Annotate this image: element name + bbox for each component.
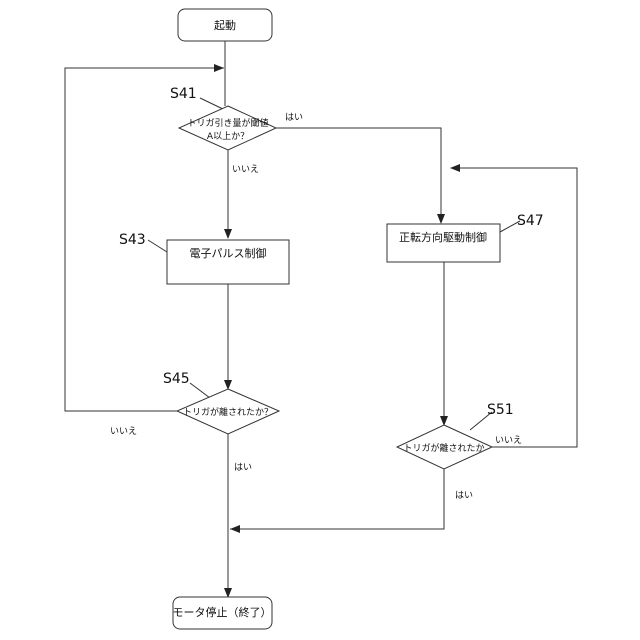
process-s47-label: 正転方向駆動制御 <box>399 230 487 244</box>
decision-s41: トリガ引き量が閾値 A以上か？ <box>179 106 276 150</box>
decision-s41-label-line2: A以上か？ <box>207 131 249 142</box>
end-node: モータ停止（終了） <box>173 597 273 629</box>
arrow-head <box>214 64 224 72</box>
leader-s45 <box>190 383 210 398</box>
decision-s41-label-line1: トリガ引き量が閾値 <box>187 117 268 129</box>
leader-s41 <box>200 98 225 110</box>
step-label-s43: S43 <box>119 232 146 248</box>
step-label-s45: S45 <box>163 371 190 387</box>
arrow-head <box>437 214 445 224</box>
edge-s51-no-loop <box>451 168 577 447</box>
branch-s45-yes: はい <box>234 462 252 473</box>
process-s47: 正転方向駆動制御 <box>387 224 500 262</box>
decision-s51-label: トリガが離されたか <box>403 442 484 454</box>
branch-s41-no: いいえ <box>232 164 259 175</box>
process-s43: 電子パルス制御 <box>167 240 289 284</box>
decision-s45: トリガが離されたか？ <box>177 389 279 434</box>
start-node: 起動 <box>178 9 272 41</box>
arrow-head <box>450 164 460 172</box>
step-label-s41: S41 <box>170 86 197 102</box>
decision-s51: トリガが離されたか <box>397 425 492 469</box>
process-s43-label: 電子パルス制御 <box>190 246 267 260</box>
leader-s43 <box>148 240 167 252</box>
branch-s45-no: いいえ <box>110 426 137 437</box>
edge-s51-yes-to-end <box>230 469 444 529</box>
decision-s45-label: トリガが離されたか？ <box>183 406 273 418</box>
branch-s51-no: いいえ <box>495 435 522 446</box>
arrow-head <box>230 525 240 533</box>
branch-s41-yes: はい <box>285 112 303 123</box>
step-label-s47: S47 <box>517 213 544 229</box>
arrow-head <box>224 229 232 239</box>
start-label: 起動 <box>214 18 236 32</box>
branch-s51-yes: はい <box>455 490 473 501</box>
end-label: モータ停止（終了） <box>173 605 272 619</box>
step-label-s51: S51 <box>487 402 514 418</box>
edge-s41-yes-to-s47 <box>276 128 441 222</box>
